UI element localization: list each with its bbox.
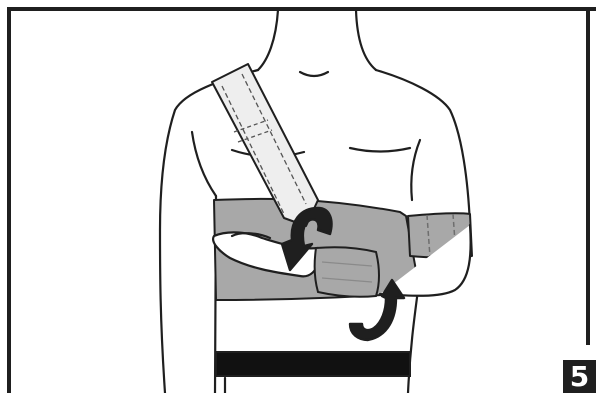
wrist-cuff xyxy=(315,247,379,297)
collarbone-notch xyxy=(300,72,328,76)
waist-band xyxy=(216,352,410,376)
neck xyxy=(258,10,278,70)
right-arm xyxy=(376,70,470,225)
step-number-badge: 5 xyxy=(563,360,596,393)
